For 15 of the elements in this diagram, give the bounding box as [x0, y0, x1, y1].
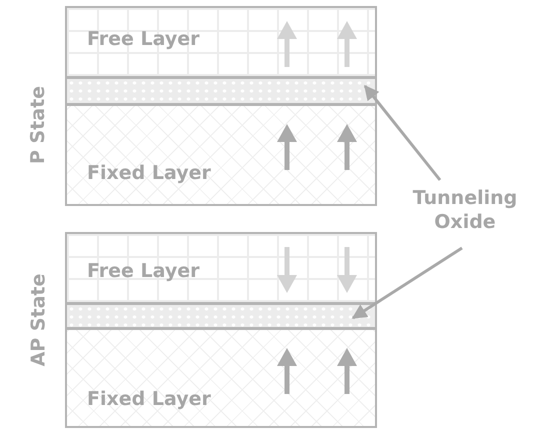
- state-label: P State: [27, 86, 50, 164]
- layer-label: Free Layer: [87, 260, 200, 282]
- state-label: AP State: [26, 274, 49, 366]
- free-layer: [65, 6, 377, 78]
- leader-line: [352, 246, 463, 320]
- layer-label: Fixed Layer: [87, 162, 211, 184]
- fixed-layer: [65, 328, 377, 428]
- layer-label: Fixed Layer: [87, 388, 211, 410]
- oxide-layer: [65, 77, 377, 105]
- layer-label: Free Layer: [87, 28, 200, 50]
- fixed-layer: [65, 104, 377, 206]
- callout-label: Tunneling Oxide: [400, 186, 530, 234]
- leader-line: [364, 84, 442, 181]
- oxide-layer: [65, 303, 377, 329]
- free-layer: [65, 232, 377, 304]
